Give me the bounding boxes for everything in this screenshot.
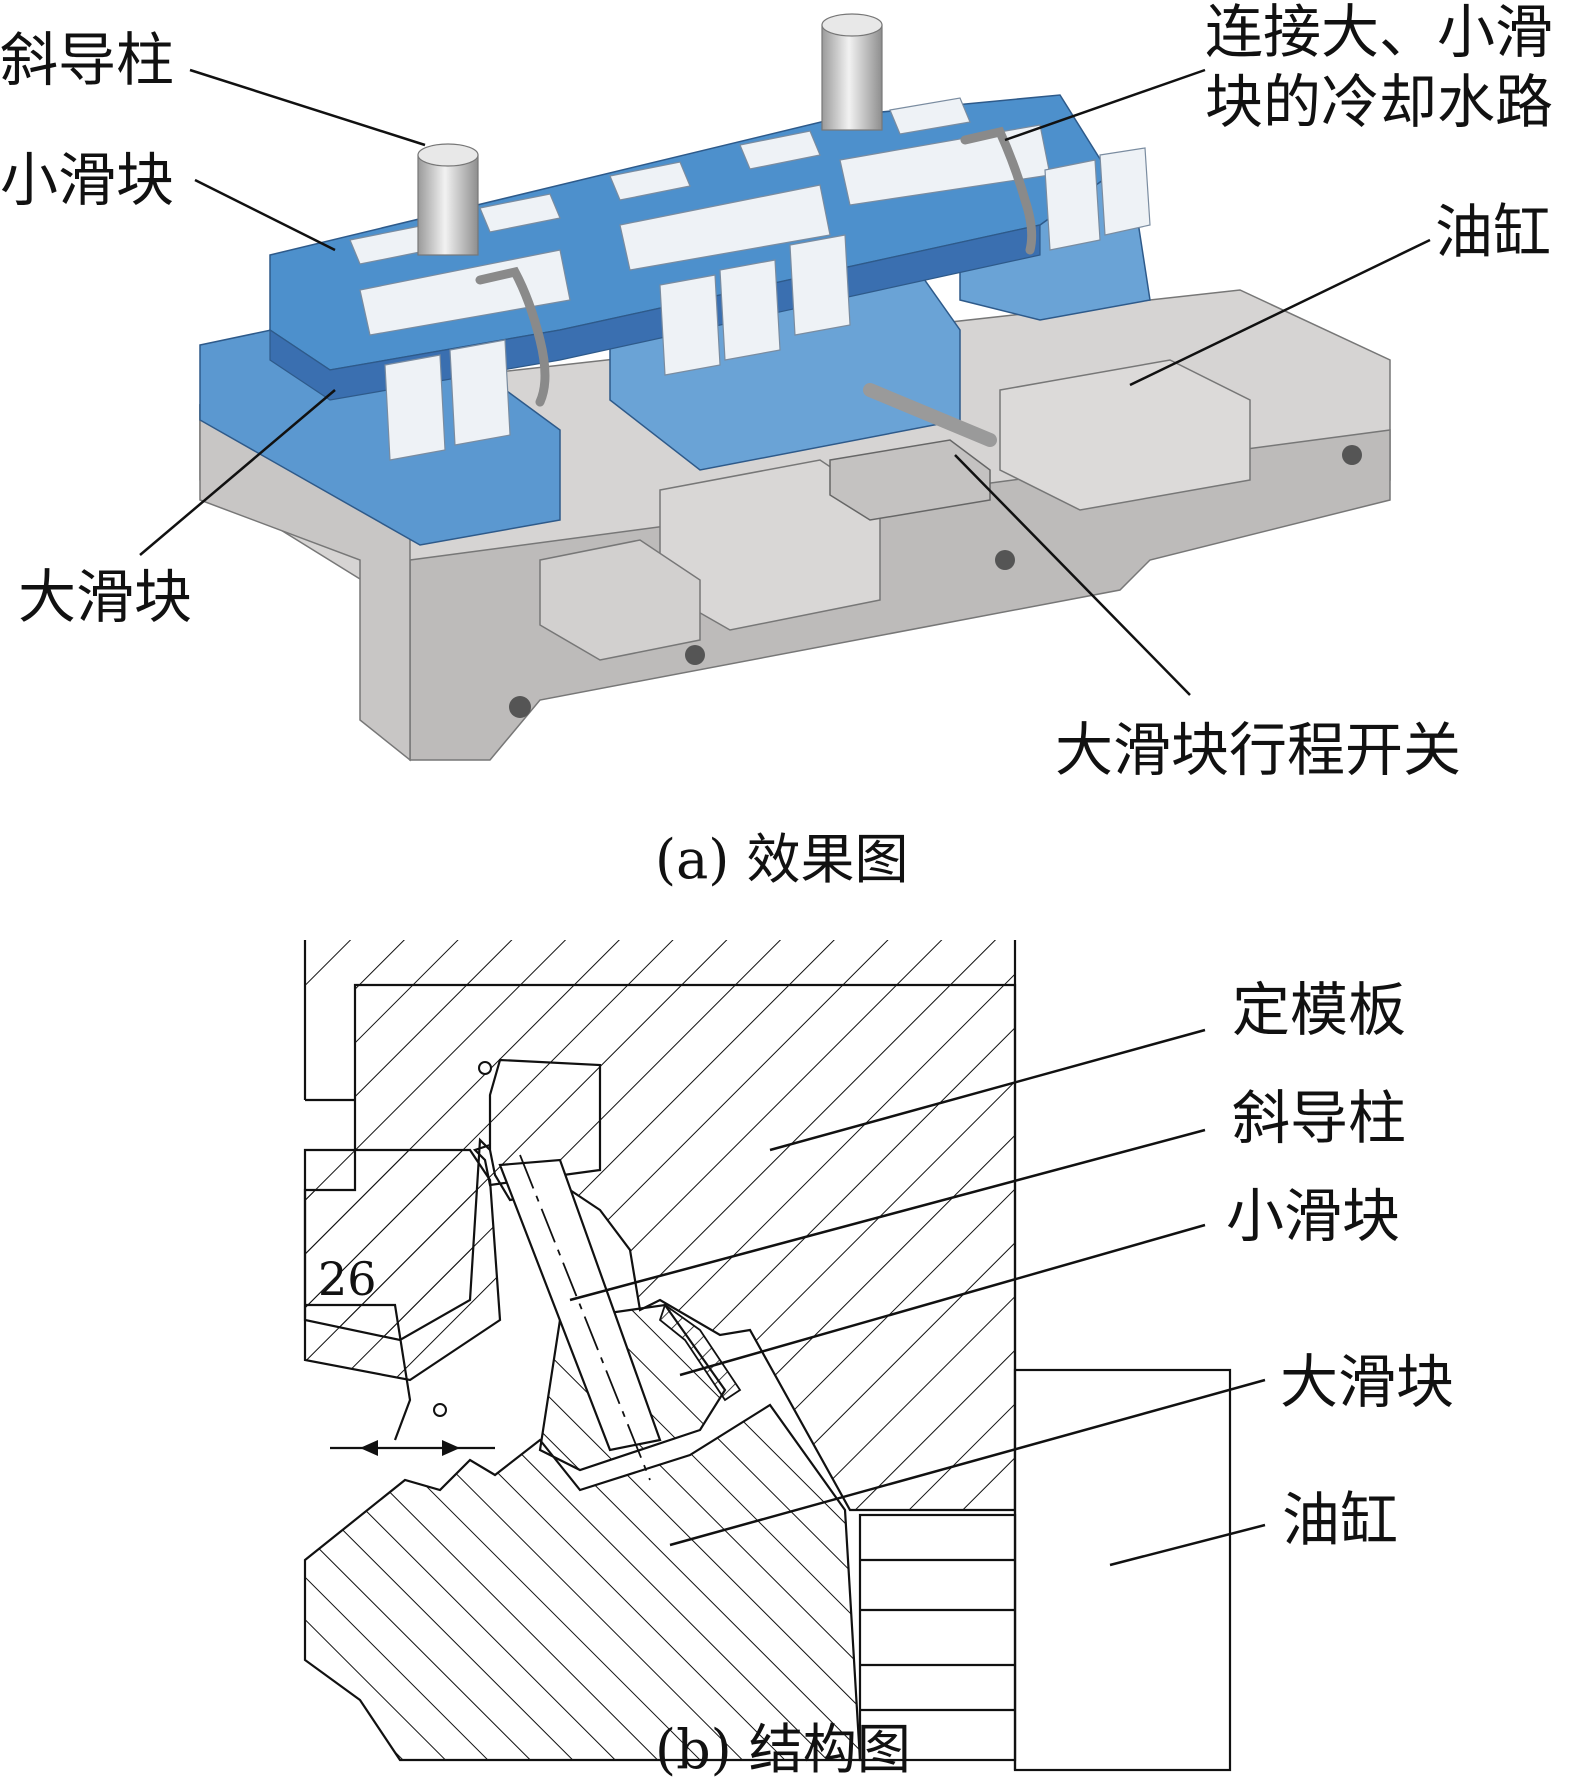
label-b-small-slider: 小滑块 <box>1226 1182 1400 1250</box>
label-a-cooling-line-2: 块的冷却水路 <box>1205 68 1553 136</box>
label-b-large-slider: 大滑块 <box>1280 1348 1454 1416</box>
wear-plate <box>889 97 971 135</box>
angle-pin-left <box>417 143 479 256</box>
label-a-oil-cylinder: 油缸 <box>1435 198 1551 266</box>
bolt-hole <box>685 645 705 665</box>
angle-pin-right <box>821 13 883 131</box>
travel-switch-body <box>829 439 991 521</box>
label-a-cooling-line-1: 连接大、小滑 <box>1205 0 1553 66</box>
wear-plate <box>384 354 446 461</box>
caption-b: (b) 结构图 <box>655 1718 911 1781</box>
pin-hole <box>478 1061 492 1075</box>
dimension-26 <box>305 1303 495 1456</box>
pin-hole <box>433 1403 447 1417</box>
bolt-hole <box>509 696 531 718</box>
wear-plate <box>609 161 691 201</box>
figure-b-section <box>303 940 1232 1772</box>
piston-rod <box>863 383 997 447</box>
wear-plate <box>449 339 511 446</box>
bolt-hole <box>1342 445 1362 465</box>
wear-plate <box>1044 159 1101 251</box>
figure-b-leaders <box>569 1028 1266 1567</box>
wear-plate <box>619 184 831 271</box>
left-block <box>303 1148 502 1382</box>
bolt-hole <box>995 550 1015 570</box>
dimension-label: 26 <box>318 1252 377 1306</box>
cooling-line-right <box>960 126 1037 255</box>
large-slider-section <box>303 1403 862 1762</box>
figure-a-render <box>199 13 1391 762</box>
wear-plate <box>739 130 821 170</box>
label-b-angle-pin: 斜导柱 <box>1232 1084 1406 1152</box>
angle-pin-centerline <box>519 1154 651 1481</box>
label-b-oil-cylinder: 油缸 <box>1282 1486 1398 1554</box>
wear-plate <box>719 259 781 361</box>
caption-a: (a) 效果图 <box>655 828 909 891</box>
label-a-travel-switch: 大滑块行程开关 <box>1055 716 1461 784</box>
wear-plate <box>1099 147 1151 236</box>
label-a-small-slider: 小滑块 <box>0 146 174 214</box>
label-a-angle-pin: 斜导柱 <box>0 26 174 94</box>
label-b-fixed-plate: 定模板 <box>1232 976 1406 1044</box>
oil-cylinder-body <box>1013 1368 1232 1772</box>
small-slider-wear-plate <box>658 1303 742 1402</box>
figure-a-leaders <box>139 68 1431 696</box>
oil-cylinder-rod <box>858 1513 1017 1762</box>
cylinder-block-right <box>999 359 1251 511</box>
wear-plate <box>659 274 721 376</box>
wear-plate <box>789 234 851 336</box>
cooling-line-left <box>475 266 550 407</box>
label-a-large-slider: 大滑块 <box>18 563 192 631</box>
fixed-plate-top-strip <box>305 940 1015 985</box>
base-frame-front <box>409 429 1391 761</box>
cylinder-block-left-front <box>539 539 701 661</box>
wear-plate <box>479 193 561 233</box>
